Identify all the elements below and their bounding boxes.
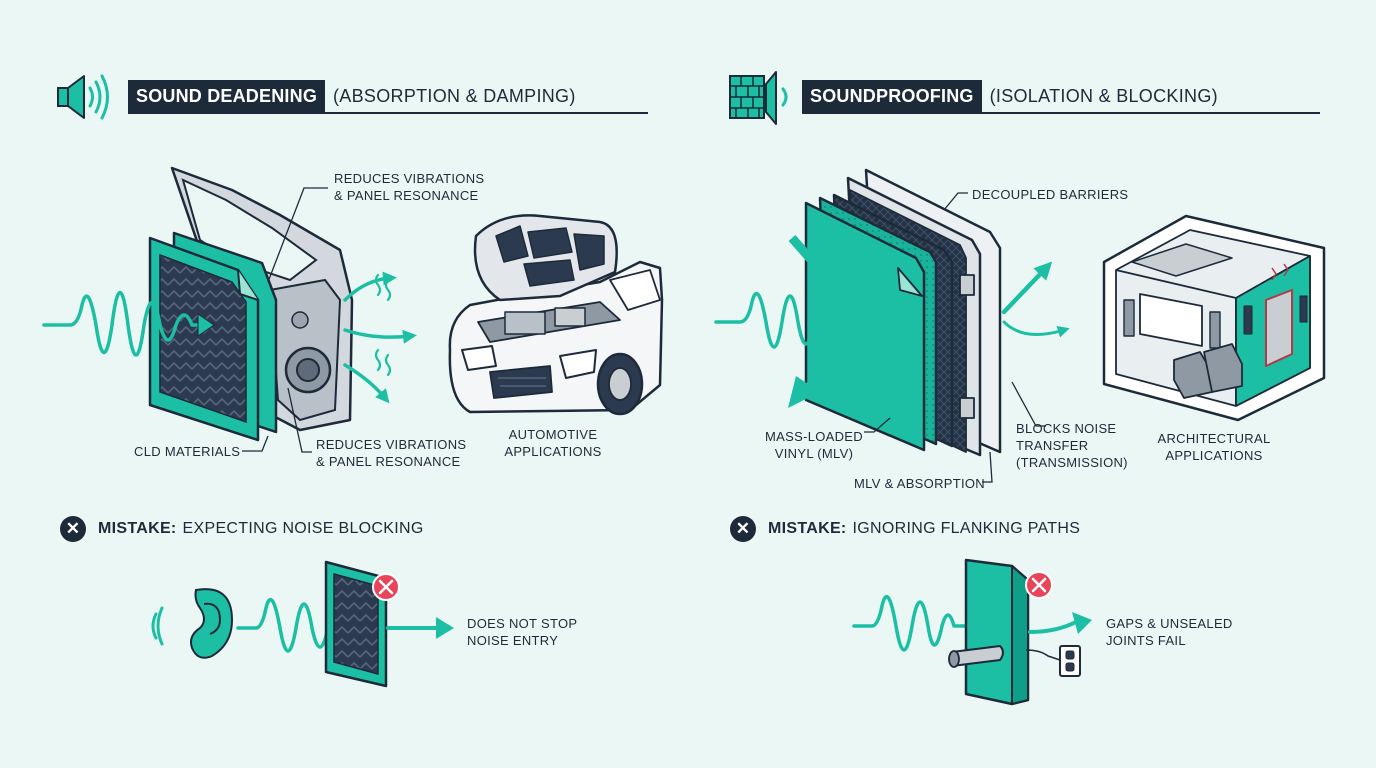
right-section-title: SOUNDPROOFING: [802, 80, 982, 113]
error-icon: [1025, 571, 1053, 599]
pass-through-arrow: [386, 617, 454, 639]
dispersed-sound-arrows: [343, 271, 417, 404]
incoming-sound-wave: [42, 290, 210, 357]
label-decoupled-barriers: DECOUPLED BARRIERS: [972, 187, 1129, 202]
close-icon: ✕: [60, 516, 86, 542]
speaker-icon: [57, 74, 109, 120]
cld-panel-small: [324, 560, 388, 688]
mistake-right-prefix: MISTAKE:: [768, 520, 847, 537]
label-mass-loaded-vinyl: MASS-LOADED VINYL (MLV): [765, 429, 863, 461]
left-header-rule: [128, 112, 648, 114]
flanking-wall-illustration: [948, 558, 1081, 706]
reflected-sound-arrow: [788, 235, 871, 408]
left-section-subtitle: (ABSORPTION & DAMPING): [333, 86, 576, 106]
mistake-right-text: IGNORING FLANKING PATHS: [852, 520, 1081, 537]
label-does-not-stop: DOES NOT STOP NOISE ENTRY: [467, 616, 578, 648]
car-illustration: [448, 214, 664, 416]
right-section-subtitle: (ISOLATION & BLOCKING): [989, 86, 1218, 106]
label-blocks-noise-transfer: BLOCKS NOISE TRANSFER (TRANSMISSION): [1016, 421, 1128, 470]
label-architectural-applications: ARCHITECTURAL APPLICATIONS: [1157, 431, 1271, 463]
mistake-right: ✕ MISTAKE: IGNORING FLANKING PATHS: [730, 516, 1080, 542]
right-header-rule: [802, 112, 1320, 114]
label-automotive-applications: AUTOMOTIVE APPLICATIONS: [504, 427, 602, 459]
left-section-title: SOUND DEADENING: [128, 80, 326, 113]
left-leader-lines: [242, 187, 328, 453]
cld-panel-front: [148, 236, 260, 442]
right-section-header: SOUNDPROOFING (ISOLATION & BLOCKING): [802, 80, 1218, 113]
error-icon: [372, 573, 400, 601]
label-gaps-unsealed: GAPS & UNSEALED JOINTS FAIL: [1106, 616, 1233, 648]
label-reduces-vibrations-bottom: REDUCES VIBRATIONS & PANEL RESONANCE: [316, 437, 467, 469]
ear-icon: [151, 588, 234, 659]
incoming-sound-wave-wall: [714, 291, 838, 349]
mistake-left-text: EXPECTING NOISE BLOCKING: [182, 520, 424, 537]
mistake-left: ✕ MISTAKE: EXPECTING NOISE BLOCKING: [60, 516, 424, 542]
label-mlv-absorption: MLV & ABSORPTION: [854, 476, 985, 491]
mistake-left-prefix: MISTAKE:: [98, 520, 177, 537]
label-cld-materials: CLD MATERIALS: [134, 444, 241, 459]
layered-wall-illustration: [804, 168, 1002, 457]
right-leader-lines: [864, 192, 1046, 483]
close-icon: ✕: [730, 516, 756, 542]
transmitted-sound-arrows: [1001, 261, 1070, 338]
room-illustration: [1102, 214, 1326, 422]
flanking-arrow: [1028, 612, 1092, 634]
label-reduces-vibrations-top: REDUCES VIBRATIONS & PANEL RESONANCE: [334, 171, 485, 203]
left-section-header: SOUND DEADENING (ABSORPTION & DAMPING): [128, 80, 576, 113]
brick-wall-speaker-icon: [729, 71, 788, 125]
flanking-sound-wave: [852, 594, 968, 652]
